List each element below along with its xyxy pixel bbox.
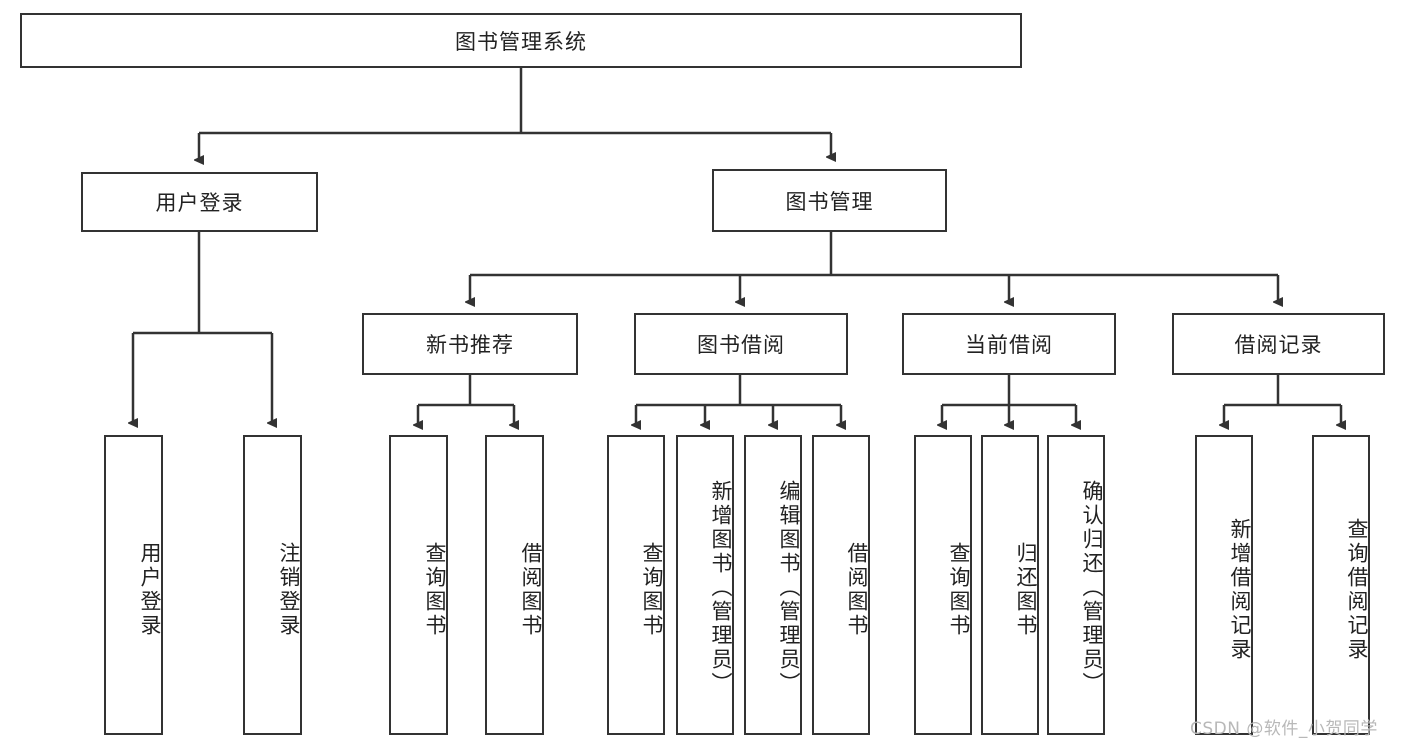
leaf-user-login-signout[interactable]: 注销登录	[243, 435, 302, 735]
leaf-new-book-query[interactable]: 查询图书	[389, 435, 448, 735]
leaf-borrow-record-query[interactable]: 查询借阅记录	[1312, 435, 1370, 735]
node-book-management[interactable]: 图书管理	[712, 169, 947, 232]
leaf-label: 归还图书	[1014, 542, 1038, 638]
leaf-current-borrow-query[interactable]: 查询图书	[914, 435, 972, 735]
leaf-book-borrow-add[interactable]: 新增图书（管理员）	[676, 435, 734, 735]
leaf-current-borrow-confirm-return[interactable]: 确认归还（管理员）	[1047, 435, 1105, 735]
leaf-new-book-borrow[interactable]: 借阅图书	[485, 435, 544, 735]
node-user-login[interactable]: 用户登录	[81, 172, 318, 232]
leaf-label: 查询图书	[423, 542, 447, 638]
leaf-label: 编辑图书（管理员）	[777, 480, 801, 696]
leaf-user-login-signin[interactable]: 用户登录	[104, 435, 163, 735]
node-current-borrow-label: 当前借阅	[965, 333, 1053, 357]
node-root[interactable]: 图书管理系统	[20, 13, 1022, 68]
node-book-borrow-label: 图书借阅	[697, 333, 785, 357]
watermark: CSDN @软件_小贺同学	[1190, 719, 1378, 739]
leaf-label: 借阅图书	[519, 542, 543, 638]
leaf-label: 新增借阅记录	[1228, 518, 1252, 662]
node-book-borrow[interactable]: 图书借阅	[634, 313, 848, 375]
node-root-label: 图书管理系统	[455, 29, 587, 54]
leaf-book-borrow-edit[interactable]: 编辑图书（管理员）	[744, 435, 802, 735]
leaf-label: 用户登录	[138, 542, 162, 638]
leaf-label: 查询图书	[640, 542, 664, 638]
node-book-management-label: 图书管理	[785, 189, 874, 214]
leaf-label: 查询图书	[947, 542, 971, 638]
node-new-book-recommend[interactable]: 新书推荐	[362, 313, 578, 375]
leaf-borrow-record-add[interactable]: 新增借阅记录	[1195, 435, 1253, 735]
leaf-label: 注销登录	[277, 542, 301, 638]
leaf-label: 新增图书（管理员）	[709, 480, 733, 696]
leaf-label: 查询借阅记录	[1345, 518, 1369, 662]
leaf-label: 确认归还（管理员）	[1080, 480, 1104, 696]
node-current-borrow[interactable]: 当前借阅	[902, 313, 1116, 375]
leaf-current-borrow-return[interactable]: 归还图书	[981, 435, 1039, 735]
node-user-login-label: 用户登录	[155, 191, 244, 215]
node-new-book-recommend-label: 新书推荐	[426, 333, 514, 357]
leaf-book-borrow-lend[interactable]: 借阅图书	[812, 435, 870, 735]
leaf-label: 借阅图书	[845, 542, 869, 638]
node-borrow-record-label: 借阅记录	[1234, 333, 1323, 357]
node-borrow-record[interactable]: 借阅记录	[1172, 313, 1385, 375]
leaf-book-borrow-query[interactable]: 查询图书	[607, 435, 665, 735]
